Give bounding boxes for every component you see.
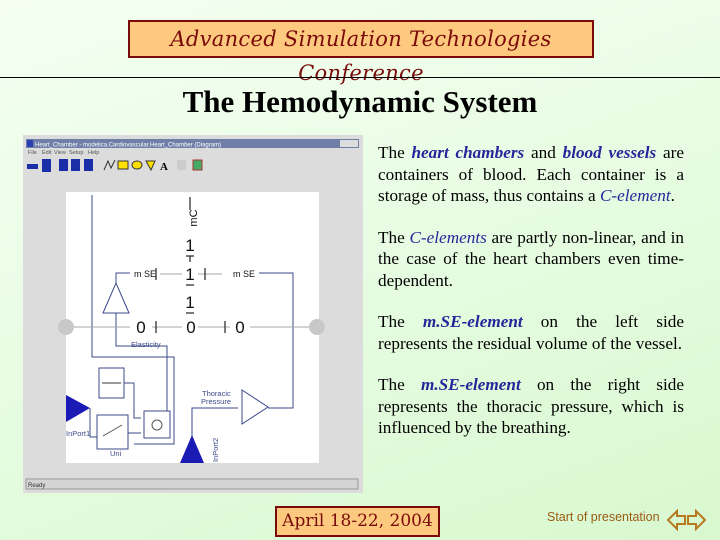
next-arrow-icon[interactable] bbox=[686, 509, 706, 531]
divider bbox=[0, 77, 720, 78]
menu-help[interactable]: Help bbox=[88, 150, 99, 156]
diagram-wires bbox=[89, 195, 294, 445]
text: on the left side represents the residual… bbox=[378, 312, 684, 353]
slide-body: The heart chambers and blood vessels are… bbox=[378, 142, 684, 459]
tool-grid-icon[interactable] bbox=[177, 160, 186, 170]
div-block[interactable] bbox=[143, 410, 171, 439]
window-titlebar bbox=[26, 139, 359, 148]
port-right[interactable] bbox=[309, 319, 325, 335]
inport1-label: InPort1 bbox=[66, 429, 90, 438]
conference-banner: Advanced Simulation Technologies Confere… bbox=[128, 20, 594, 85]
zero-junction-right[interactable]: 0 bbox=[235, 318, 244, 337]
text: on the right side represents the thoraci… bbox=[378, 375, 684, 437]
window-title: Heart_Chamber - modelica.Cardiovascular.… bbox=[35, 143, 221, 149]
emphasis-c-elements: C-elements bbox=[409, 227, 487, 247]
inport2-triangle[interactable] bbox=[180, 435, 204, 463]
menu-edit[interactable]: Edit bbox=[42, 150, 52, 156]
previous-arrow-icon[interactable] bbox=[667, 509, 687, 531]
start-of-presentation-link[interactable]: Start of presentation bbox=[547, 510, 660, 524]
gain2-block[interactable] bbox=[241, 389, 269, 425]
emphasis-mse-element: m.SE-element bbox=[420, 375, 521, 394]
text: are partly non-linear, and in the case o… bbox=[378, 227, 684, 290]
diagram-labels: Elasticity Thoracic Pressure InPort1 Uni… bbox=[66, 340, 231, 462]
zero-junction-center[interactable]: 0 bbox=[186, 318, 195, 337]
emphasis-heart-chambers: heart chambers bbox=[411, 143, 525, 162]
tool-color-icon[interactable] bbox=[192, 159, 203, 171]
paragraph-3: The m.SE-element on the left side repres… bbox=[378, 311, 684, 354]
software-screenshot: Heart_Chamber - modelica.Cardiovascular.… bbox=[23, 135, 363, 493]
mse-left[interactable]: m SE bbox=[134, 269, 156, 279]
text: and bbox=[524, 143, 563, 162]
uni-label: Uni bbox=[110, 449, 122, 458]
inport2-label: InPort2 bbox=[211, 438, 220, 462]
menu-view[interactable]: View bbox=[54, 150, 66, 156]
text: . bbox=[670, 186, 675, 205]
paragraph-1: The heart chambers and blood vessels are… bbox=[378, 142, 684, 207]
window-controls[interactable] bbox=[340, 140, 358, 147]
inport1-triangle[interactable] bbox=[66, 395, 90, 422]
tool-help-icon[interactable] bbox=[59, 159, 68, 171]
date-banner: April 18-22, 2004 bbox=[275, 506, 440, 537]
tool-doc-icon[interactable] bbox=[71, 159, 80, 171]
mse-right[interactable]: m SE bbox=[233, 269, 255, 279]
text: The bbox=[378, 312, 423, 331]
tool-model-icon[interactable] bbox=[42, 159, 51, 172]
status-text: Ready bbox=[28, 483, 45, 489]
emphasis-blood-vessels: blood vessels bbox=[562, 143, 657, 162]
tool-diagram-icon[interactable] bbox=[84, 159, 93, 171]
mc-element[interactable]: mC bbox=[188, 209, 200, 226]
paragraph-2: The C-elements are partly non-linear, an… bbox=[378, 227, 684, 292]
uni-curve bbox=[102, 424, 123, 437]
app-icon bbox=[27, 140, 33, 147]
port-left[interactable] bbox=[58, 319, 74, 335]
tool-text-icon[interactable]: A bbox=[160, 161, 168, 173]
tool-line-icon[interactable] bbox=[103, 159, 116, 171]
thoracic-label: Thoracic bbox=[202, 389, 231, 398]
div-symbol bbox=[151, 419, 163, 431]
elasticity-label: Elasticity bbox=[131, 340, 161, 349]
slide-title: The Hemodynamic System bbox=[182, 84, 538, 119]
tool-polygon-icon[interactable] bbox=[145, 160, 156, 172]
uni-block[interactable] bbox=[96, 414, 129, 450]
tool-rect-icon[interactable] bbox=[117, 160, 129, 170]
emphasis-mse-element: m.SE-element bbox=[422, 312, 523, 331]
menu-setup[interactable]: Setup bbox=[69, 150, 83, 156]
bond-strokes bbox=[155, 197, 226, 333]
status-bar bbox=[25, 478, 359, 490]
one-junction-lower[interactable]: 1 bbox=[185, 293, 194, 312]
text: are containers of blood. Each container … bbox=[378, 143, 684, 205]
text: The bbox=[378, 375, 421, 394]
toolbar: A bbox=[27, 159, 203, 173]
tool-ellipse-icon[interactable] bbox=[131, 160, 143, 170]
pressure-label: Pressure bbox=[201, 397, 231, 406]
one-junction-top[interactable]: 1 bbox=[185, 236, 194, 255]
text: The bbox=[378, 227, 410, 247]
text: The bbox=[378, 143, 412, 162]
paragraph-4: The m.SE-element on the right side repre… bbox=[378, 374, 684, 439]
menu-file[interactable]: File bbox=[28, 150, 37, 156]
zero-junction-left[interactable]: 0 bbox=[136, 318, 145, 337]
tool-connector-icon[interactable] bbox=[27, 164, 38, 169]
one-junction-center[interactable]: 1 bbox=[185, 265, 194, 284]
emphasis-c-element: C-element bbox=[599, 186, 671, 205]
bond-graph: mC 1 1 1 0 0 0 m SE m SE bbox=[134, 209, 255, 337]
gain-block[interactable] bbox=[102, 281, 130, 314]
menu-bar: File Edit View Setup Help bbox=[28, 150, 99, 156]
